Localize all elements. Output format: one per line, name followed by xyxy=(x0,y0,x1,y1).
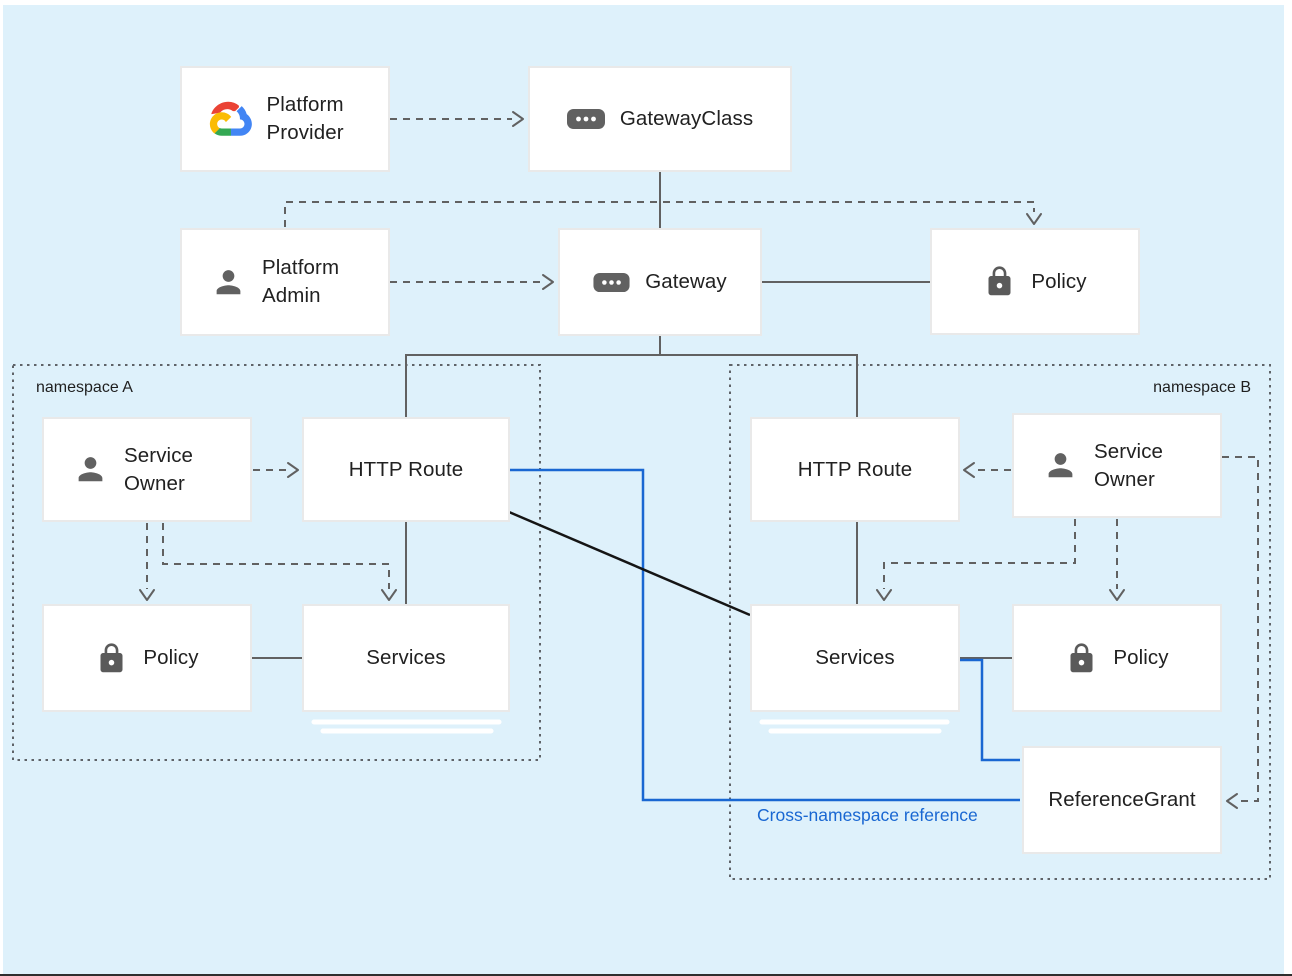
node-platform-provider: Platform Provider xyxy=(180,66,390,172)
arrow-right-gateway xyxy=(542,274,554,290)
dashed-connectors xyxy=(146,118,1259,802)
cross-namespace-reference-label: Cross-namespace reference xyxy=(757,805,978,825)
gateway-chip-icon xyxy=(566,109,605,129)
node-label: Platform Admin xyxy=(262,256,340,307)
node-label: Policy xyxy=(143,646,199,669)
node-label: Services xyxy=(815,646,895,669)
cross-namespace-links xyxy=(510,468,1020,802)
node-policy-a: Policy xyxy=(42,604,252,712)
link-services-b-referencegrant xyxy=(960,658,1020,762)
node-policy-b: Policy xyxy=(1012,604,1222,712)
edge-gateway-httproutes-branch xyxy=(405,336,858,417)
node-label: GatewayClass xyxy=(619,107,754,130)
node-http-route-b: HTTP Route xyxy=(750,417,960,522)
namespace-b-border xyxy=(729,364,1271,880)
namespace-borders xyxy=(12,364,1271,880)
node-label: Service Owner xyxy=(1094,439,1164,491)
node-label: Gateway xyxy=(645,270,727,293)
google-cloud-icon xyxy=(206,101,252,138)
screenshot-bottom-edge xyxy=(0,974,1292,976)
node-services-a: Services xyxy=(302,604,510,712)
person-icon xyxy=(210,264,247,301)
lock-icon xyxy=(983,265,1016,298)
namespace-a-label: namespace A xyxy=(36,379,133,396)
solid-connectors xyxy=(252,172,1012,659)
namespace-a-border xyxy=(12,364,541,761)
edge-owner-a-services-a xyxy=(162,523,390,589)
arrow-down-services-a xyxy=(381,589,397,601)
edge-owner-b-services-b xyxy=(883,519,1076,589)
arrow-down-services-b xyxy=(876,589,892,601)
edge-owner-b-referencegrant xyxy=(1222,456,1259,802)
node-platform-admin: Platform Admin xyxy=(180,228,390,336)
arrow-right-gatewayclass xyxy=(512,111,524,127)
node-label: Policy xyxy=(1031,269,1087,293)
link-httproute-a-referencegrant xyxy=(510,468,1020,802)
node-service-owner-b: Service Owner xyxy=(1012,413,1222,518)
node-services-b: Services xyxy=(750,604,960,712)
node-label: ReferenceGrant xyxy=(1048,788,1196,811)
gateway-chip-icon xyxy=(593,272,630,292)
node-label: Services xyxy=(366,646,446,669)
arrow-down-policy-a xyxy=(139,589,155,601)
namespace-b-label: namespace B xyxy=(1153,379,1251,396)
person-icon xyxy=(72,451,109,488)
node-label: Policy xyxy=(1113,646,1169,669)
node-label: Service Owner xyxy=(124,443,194,495)
direct-reference-link xyxy=(508,510,751,617)
services-stack-lines xyxy=(311,719,950,734)
lock-icon xyxy=(1065,642,1098,675)
arrow-left-httproute-b xyxy=(963,462,975,478)
node-reference-grant: ReferenceGrant xyxy=(1022,746,1222,854)
person-icon xyxy=(1042,447,1079,484)
node-label: HTTP Route xyxy=(797,457,913,481)
link-httproute-a-services-b xyxy=(508,510,751,617)
node-http-route-a: HTTP Route xyxy=(302,417,510,522)
node-gateway-class: GatewayClass xyxy=(528,66,792,172)
node-service-owner-a: Service Owner xyxy=(42,417,252,522)
node-gateway: Gateway xyxy=(558,228,762,336)
node-label: Platform Provider xyxy=(266,93,344,144)
node-policy-top: Policy xyxy=(930,228,1140,335)
arrow-right-httproute-a xyxy=(287,462,299,478)
node-label: HTTP Route xyxy=(348,457,464,481)
arrowheads xyxy=(139,111,1238,809)
arrow-left-referencegrant xyxy=(1226,793,1238,809)
lock-icon xyxy=(95,642,128,675)
arrow-down-policy-top xyxy=(1026,213,1042,225)
arrow-down-policy-b xyxy=(1109,589,1125,601)
